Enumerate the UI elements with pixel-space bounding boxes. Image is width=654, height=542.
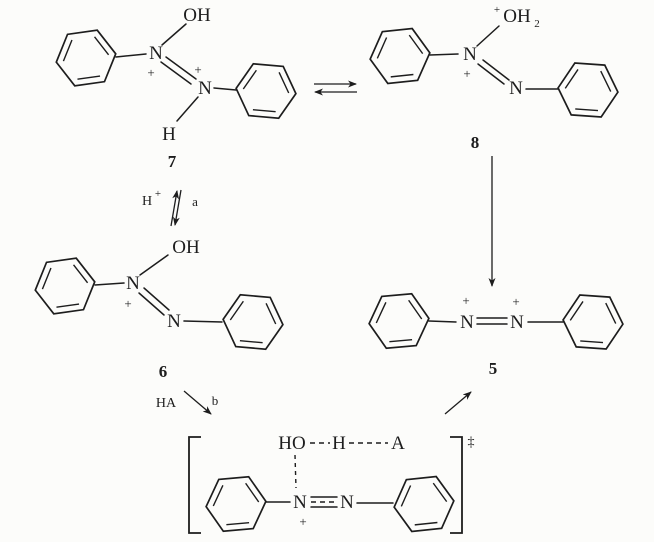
- plus-charge: +: [494, 4, 500, 16]
- step-b-label: b: [212, 393, 219, 408]
- ha-label: HA: [156, 396, 177, 411]
- double-bond-line: [482, 59, 510, 81]
- nitrogen-label: N: [509, 78, 523, 99]
- plus-charge: +: [512, 294, 519, 309]
- double-bond-line: [160, 61, 192, 85]
- bond-n-oh: [139, 254, 169, 276]
- arrow-6-to-ts: [183, 390, 212, 415]
- double-bond-line: [143, 287, 170, 311]
- phenyl-ring: [51, 27, 121, 89]
- nitrogen-label: N: [340, 492, 354, 513]
- phenyl-ring: [365, 291, 433, 351]
- down-arrow: [172, 189, 182, 226]
- structure-7: OH N + + N H 7: [51, 5, 300, 171]
- phenyl-ring: [202, 474, 270, 534]
- phenyl-ring: [366, 26, 434, 86]
- structure-8: + OH 2 N + N 8: [366, 4, 621, 152]
- phenyl-ring: [555, 61, 621, 119]
- double-bond-line: [165, 56, 197, 80]
- structure-number-6: 6: [159, 362, 168, 381]
- h-plus-label: H: [142, 194, 152, 209]
- bond: [115, 53, 147, 58]
- nitrogen-label: N: [460, 312, 474, 333]
- structure-5: + + N N 5: [365, 291, 626, 378]
- phenyl-ring: [390, 474, 458, 534]
- oxonium-subscript: 2: [534, 18, 540, 30]
- double-dagger: ‡: [468, 435, 475, 450]
- acid-step: HA b: [156, 390, 219, 415]
- bond: [94, 282, 125, 286]
- h-label: H: [332, 433, 346, 454]
- plus-charge: +: [147, 65, 154, 80]
- structure-6: OH N + N 6: [30, 237, 287, 381]
- nitrogen-label: N: [510, 312, 524, 333]
- transition-state: ‡ HO H A N + N: [188, 433, 475, 534]
- hydroxyl-label: OH: [172, 237, 200, 258]
- equilibrium-arrows-7-8: [314, 80, 357, 96]
- bond: [183, 320, 223, 323]
- phenyl-ring: [219, 292, 287, 352]
- double-bond-line: [138, 292, 165, 316]
- nitrogen-label: N: [167, 311, 181, 332]
- left-bracket: [188, 436, 201, 534]
- nitrogen-label: N: [198, 78, 212, 99]
- oxonium-label: OH: [503, 6, 531, 27]
- double-bond-line: [477, 63, 505, 85]
- arrow-ts-to-5: [444, 391, 472, 415]
- structure-number-7: 7: [168, 152, 177, 171]
- nitrogen-label: N: [293, 492, 307, 513]
- phenyl-ring: [232, 61, 300, 121]
- structure-number-5: 5: [489, 359, 498, 378]
- protonation-step: H + a: [142, 188, 198, 227]
- a-label: A: [391, 433, 405, 454]
- nitrogen-label: N: [463, 44, 477, 65]
- bond-n-oh2: [476, 25, 500, 47]
- plus-charge: +: [463, 66, 470, 81]
- up-arrow: [170, 190, 180, 227]
- bond-n-oh: [161, 23, 187, 46]
- ho-label: HO: [278, 433, 305, 454]
- hydrogen-label: H: [162, 124, 176, 145]
- hydroxyl-label: OH: [183, 5, 211, 26]
- phenyl-ring: [30, 255, 100, 317]
- plus-charge: +: [124, 296, 131, 311]
- bond: [213, 87, 237, 91]
- step-a-label: a: [192, 194, 198, 209]
- plus-charge: +: [462, 293, 469, 308]
- nitrogen-label: N: [126, 273, 140, 294]
- structure-number-8: 8: [471, 133, 480, 152]
- bond: [428, 320, 457, 323]
- nitrogen-label: N: [149, 43, 163, 64]
- plus-charge: +: [299, 514, 306, 529]
- breaking-bond-dash: [294, 454, 297, 489]
- bond: [429, 53, 459, 56]
- plus-charge: +: [194, 62, 201, 77]
- phenyl-ring: [560, 293, 626, 351]
- bond-n-h: [176, 96, 199, 122]
- right-bracket: [450, 436, 463, 534]
- h-plus-sup: +: [155, 188, 161, 200]
